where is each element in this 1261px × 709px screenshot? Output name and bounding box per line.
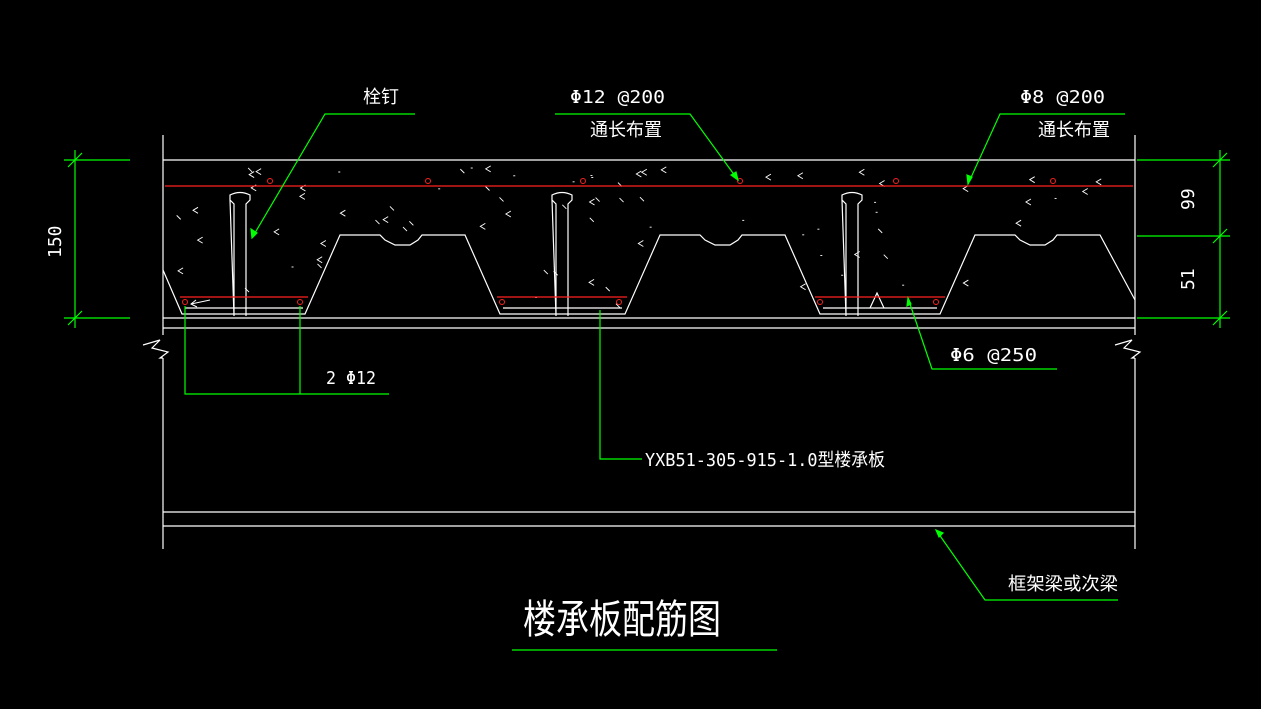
hatch-mark	[660, 166, 667, 174]
hatch-mark	[244, 287, 250, 293]
hatch-mark	[484, 165, 491, 173]
hatch-mark	[319, 240, 327, 247]
hatch-mark	[796, 172, 804, 180]
bottom-rebar-arrow	[190, 299, 211, 308]
hatch-mark	[1015, 219, 1022, 227]
break-symbol-left	[142, 339, 170, 359]
top-rebar-1-note: 通长布置	[590, 120, 662, 141]
shear-stud-3	[841, 191, 863, 317]
hatch-mark	[553, 270, 558, 276]
bottom-rebar-dots	[182, 299, 939, 305]
hatch-mark	[1028, 176, 1035, 184]
hatch-mark	[877, 228, 883, 234]
concrete-hatch	[176, 165, 1102, 308]
hatch-mark	[375, 219, 380, 225]
hatch-mark	[639, 196, 645, 202]
hatch-mark	[504, 210, 512, 218]
hatch-mark	[382, 216, 389, 223]
hatch-mark	[853, 251, 860, 258]
top-rebar-dots	[267, 178, 1056, 184]
hatch-mark	[962, 279, 969, 287]
distribution-rebar-label: Φ6 @250	[950, 345, 1037, 366]
labels: 栓钉 Φ12 @200 通长布置 Φ8 @200 通长布置 2 Φ12 YXB5…	[326, 87, 1118, 595]
hatch-mark	[962, 185, 969, 192]
leader-lines	[184, 113, 1125, 651]
hatch-mark	[640, 168, 648, 176]
hatch-mark	[858, 168, 865, 176]
top-rebar-1-label: Φ12 @200	[570, 87, 665, 108]
slab-outline	[162, 135, 1136, 549]
steel-deck-profile	[162, 234, 1136, 315]
dimension-left	[64, 150, 130, 328]
stud-label: 栓钉	[363, 87, 399, 108]
hatch-mark	[460, 168, 465, 174]
hatch-mark	[615, 303, 621, 308]
beam-label: 框架梁或次梁	[1008, 574, 1118, 595]
hatch-mark	[637, 240, 644, 247]
hatch-mark	[589, 217, 595, 223]
hatch-mark	[339, 209, 346, 217]
hatch-mark	[1025, 198, 1032, 206]
hatch-mark	[479, 222, 486, 230]
shear-stud-2	[551, 191, 573, 317]
hatch-mark	[883, 254, 889, 259]
top-rebar-2-note: 通长布置	[1038, 120, 1110, 141]
hatch-mark	[588, 198, 595, 206]
hatch-mark	[247, 167, 253, 173]
hatch-mark	[409, 220, 414, 226]
dimension-right	[1137, 150, 1230, 328]
hatch-mark	[485, 186, 490, 191]
hatch-mark	[543, 269, 549, 275]
dimension-99: 99	[1178, 188, 1199, 210]
bottom-rebar-label: 2 Φ12	[326, 368, 376, 389]
dimension-150: 150	[45, 225, 66, 258]
break-symbol-right	[1114, 339, 1142, 359]
hatch-mark	[588, 278, 595, 286]
hatch-mark	[248, 171, 255, 178]
hatch-mark	[255, 168, 262, 176]
hatch-mark	[1081, 188, 1088, 195]
dimension-labels: 150 99 51	[45, 188, 1199, 290]
top-rebar-2-label: Φ8 @200	[1020, 87, 1105, 108]
drawing-title: 楼承板配筋图	[523, 597, 721, 643]
hatch-mark	[177, 267, 184, 275]
hatch-mark	[595, 197, 600, 202]
hatch-mark	[402, 226, 408, 232]
hatch-mark	[389, 206, 395, 211]
hatch-mark	[619, 197, 624, 203]
deck-type-label: YXB51-305-915-1.0型楼承板	[645, 450, 885, 471]
hatch-mark	[605, 286, 611, 292]
hatch-mark	[196, 236, 203, 244]
hatch-mark	[765, 173, 772, 181]
hatch-mark	[317, 263, 322, 269]
hatch-mark	[192, 206, 199, 214]
hatch-mark	[499, 197, 504, 202]
hatch-mark	[1095, 178, 1102, 186]
hatch-mark	[562, 204, 567, 210]
hatch-mark	[635, 170, 642, 178]
dimension-51: 51	[1178, 268, 1199, 290]
leader-arrowheads	[250, 171, 973, 539]
hatch-mark	[176, 215, 182, 220]
shear-stud-1	[229, 191, 251, 317]
hatch-mark	[316, 256, 323, 264]
hatch-mark	[299, 192, 306, 200]
hatch-mark	[799, 283, 806, 291]
hatch-mark	[273, 228, 280, 236]
